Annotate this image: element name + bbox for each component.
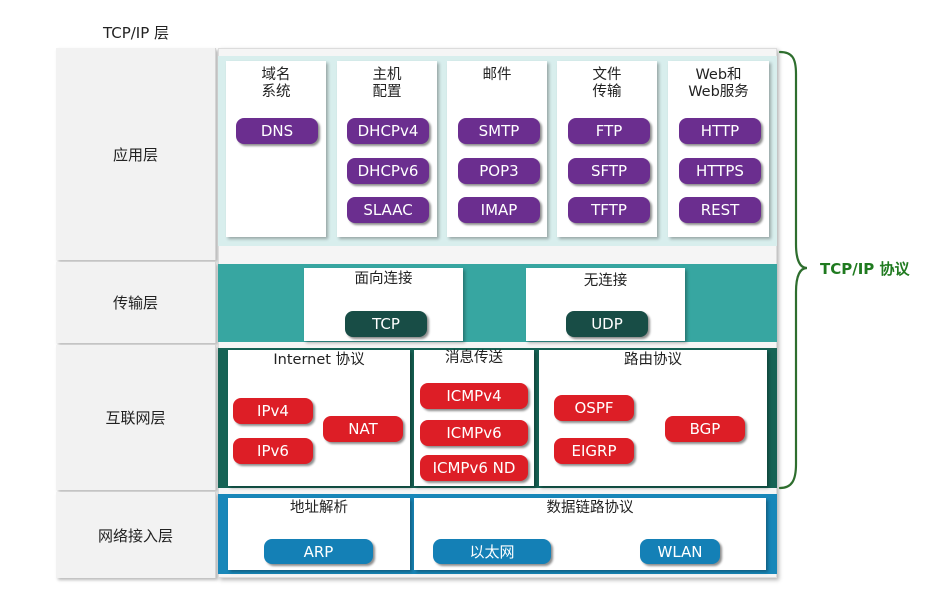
app-card-title: 域名 系统 xyxy=(261,67,291,100)
layer-column-title: TCP/IP 层 xyxy=(102,24,170,42)
transport-card-title: 面向连接 xyxy=(354,271,413,287)
network-access-card-title: 数据链路协议 xyxy=(546,500,634,516)
internet-card-title: 消息传送 xyxy=(445,350,503,366)
protocol-pill-ipv4: IPv4 xyxy=(233,398,313,424)
protocol-pill-nat: NAT xyxy=(323,416,403,442)
protocol-pill-ethernet: 以太网 xyxy=(433,539,551,564)
protocol-pill-eigrp: EIGRP xyxy=(554,438,634,464)
transport-card-title: 无连接 xyxy=(583,273,628,289)
curly-brace-icon xyxy=(778,50,808,490)
internet-card-title: Internet 协议 xyxy=(273,352,365,368)
layer-label-network-access: 网络接入层 xyxy=(56,492,216,578)
protocol-pill-sftp: SFTP xyxy=(568,158,650,184)
protocol-pill-bgp: BGP xyxy=(665,416,745,442)
protocol-pill-http: HTTP xyxy=(679,118,761,144)
protocol-pill-imap: IMAP xyxy=(458,197,540,223)
protocol-pill-ospf: OSPF xyxy=(554,395,634,421)
protocol-pill-pop3: POP3 xyxy=(458,158,540,184)
protocol-pill-dhcpv6: DHCPv6 xyxy=(347,158,429,184)
layer-label-transport: 传输层 xyxy=(56,262,216,343)
network-access-card-title: 地址解析 xyxy=(290,500,348,516)
protocol-pill-dhcpv4: DHCPv4 xyxy=(347,118,429,144)
tcp-ip-protocols-label: TCP/IP 协议 xyxy=(820,260,910,278)
protocol-pill-rest: REST xyxy=(679,197,761,223)
protocol-pill-icmpv6-nd: ICMPv6 ND xyxy=(420,455,528,481)
protocol-pill-wlan: WLAN xyxy=(640,539,720,564)
protocol-pill-tcp: TCP xyxy=(345,311,427,337)
protocol-pill-udp: UDP xyxy=(566,311,648,337)
protocol-pill-icmpv6: ICMPv6 xyxy=(420,420,528,446)
app-card-dns: 域名 系统 xyxy=(226,61,326,237)
protocol-pill-ftp: FTP xyxy=(568,118,650,144)
protocol-pill-arp: ARP xyxy=(264,539,373,564)
protocol-pill-ipv6: IPv6 xyxy=(233,438,313,464)
transport-band xyxy=(218,264,777,342)
app-card-title: 文件 传输 xyxy=(592,67,622,100)
protocol-pill-slaac: SLAAC xyxy=(347,197,429,223)
protocol-pill-dns: DNS xyxy=(236,118,318,144)
protocol-pill-smtp: SMTP xyxy=(458,118,540,144)
internet-card-title: 路由协议 xyxy=(624,352,682,368)
app-card-title: 主机 配置 xyxy=(372,67,402,100)
protocol-pill-icmpv4: ICMPv4 xyxy=(420,383,528,409)
app-card-title: 邮件 xyxy=(482,67,512,83)
layer-label-internet: 互联网层 xyxy=(56,345,216,490)
network-access-card-address-resolution: 地址解析 xyxy=(228,498,410,570)
layer-label-application: 应用层 xyxy=(56,48,216,260)
app-card-title: Web和 Web服务 xyxy=(688,67,749,100)
protocol-pill-https: HTTPS xyxy=(679,158,761,184)
protocol-pill-tftp: TFTP xyxy=(568,197,650,223)
